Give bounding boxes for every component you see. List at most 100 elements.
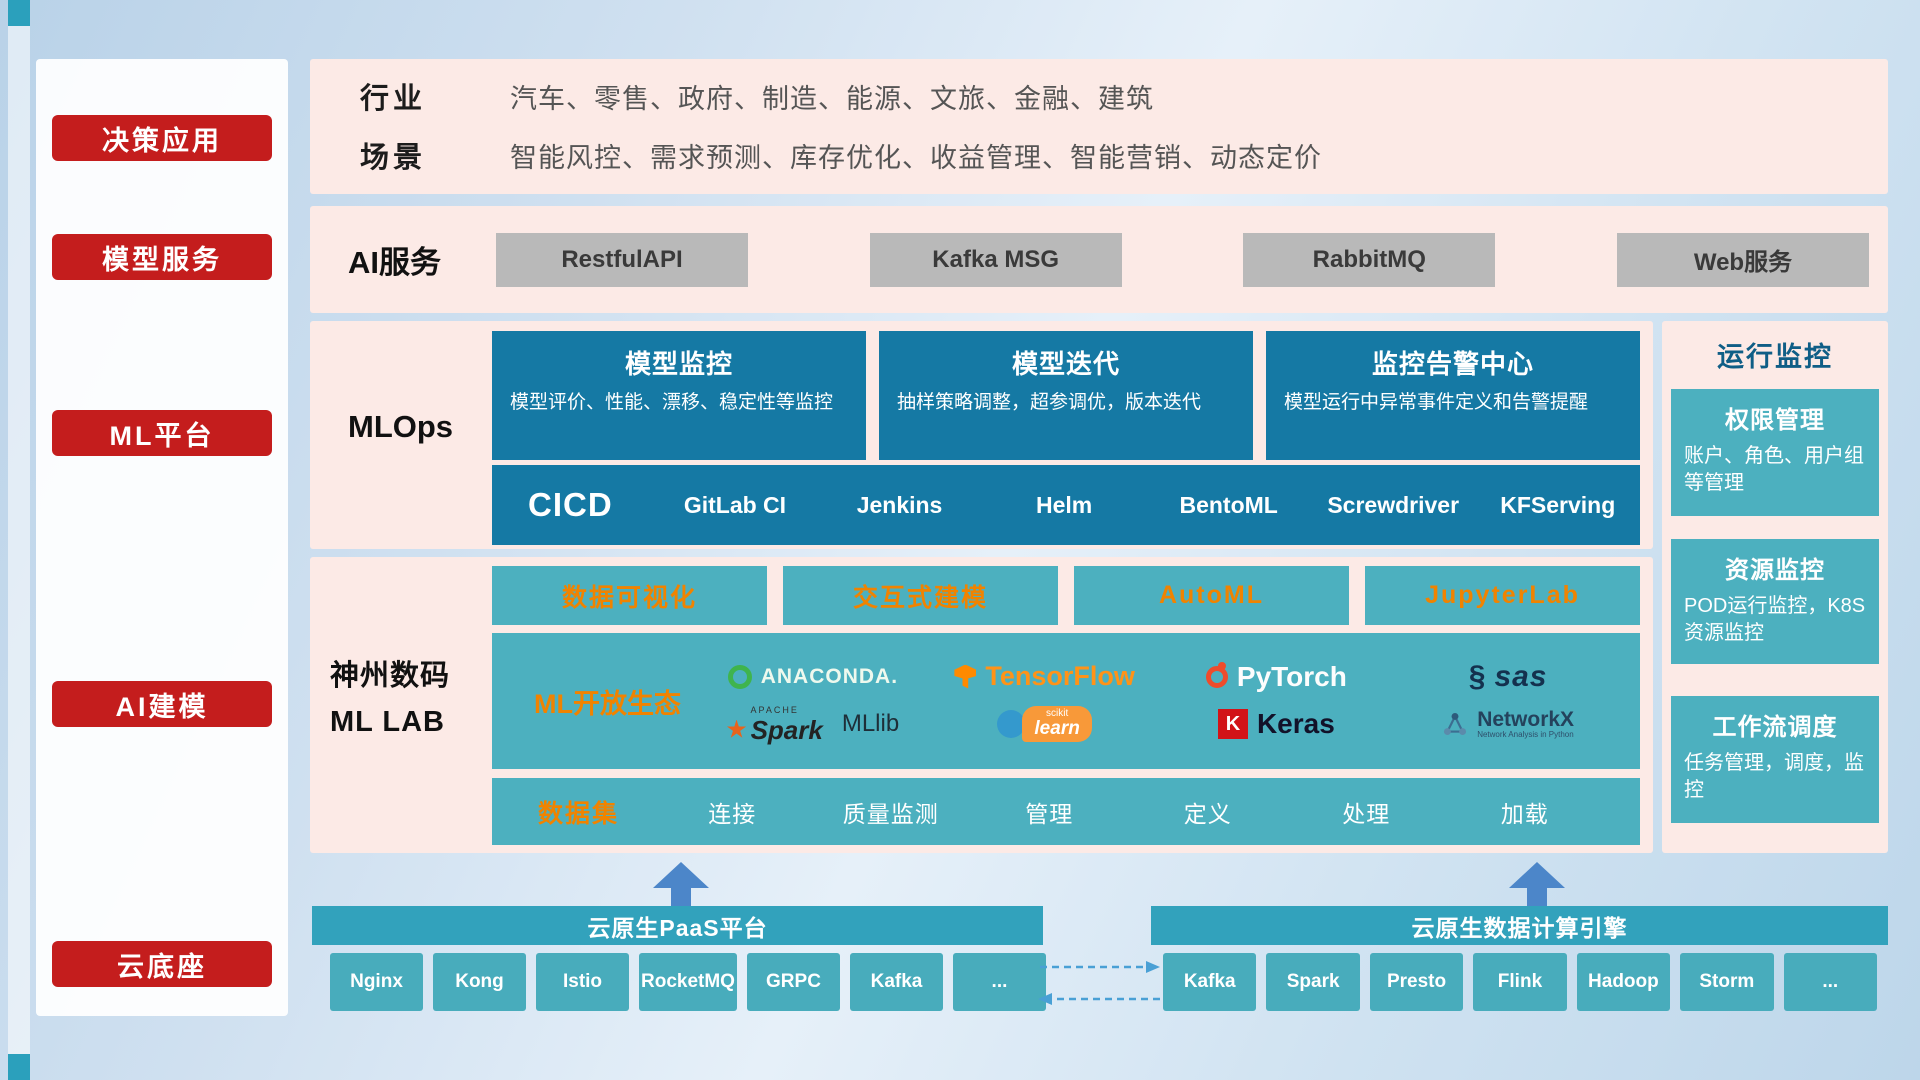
networkx-logo: NetworkX Network Analysis in Python (1442, 708, 1574, 740)
scikit-learn-logo: scikit learn (997, 706, 1092, 742)
engine-components: Kafka Spark Presto Flink Hadoop Storm ..… (1163, 953, 1877, 1011)
card-title: 权限管理 (1725, 407, 1825, 434)
arrow-head (653, 862, 709, 888)
pytorch-logo: PyTorch (1205, 660, 1347, 693)
decor-top-cap (8, 0, 30, 26)
jenkins-item: Jenkins (856, 491, 943, 518)
ml-open-ecosystem-box: ML开放生态 ANACONDA. TensorFlow PyTorch (492, 633, 1640, 769)
arrow-right-head (1146, 961, 1160, 973)
layer-sidebar: 决策应用 模型服务 ML平台 AI建模 云底座 (36, 59, 288, 1016)
sidebar-item-ml-platform: ML平台 (52, 410, 272, 456)
dataset-manage: 管理 (1025, 800, 1074, 827)
scenario-value: 智能风控、需求预测、库存优化、收益管理、智能营销、动态定价 (510, 142, 1322, 173)
tensorflow-logo: TensorFlow (954, 661, 1135, 692)
sklearn-scikit-text: scikit (1046, 708, 1069, 719)
dataset-process: 处理 (1342, 800, 1391, 827)
spark-wordmark: APACHE Spark (726, 704, 823, 745)
pytorch-icon (1205, 661, 1228, 688)
mlops-cards: 模型监控 模型评价、性能、漂移、稳定性等监控 模型迭代 抽样策略调整，超参调优，… (492, 331, 1640, 460)
dataset-quality: 质量监测 (842, 800, 939, 827)
sidebar-item-decision-apps: 决策应用 (52, 115, 272, 161)
card-desc: 账户、角色、用户组等管理 (1684, 445, 1864, 494)
alert-center-card: 监控告警中心 模型运行中异常事件定义和告警提醒 (1266, 331, 1640, 460)
sas-logo: § sas (1469, 660, 1548, 694)
dataset-define: 定义 (1183, 800, 1232, 827)
runtime-monitoring-title: 运行监控 (1717, 342, 1833, 372)
ai-service-label: AI服务 (348, 245, 441, 280)
sas-icon: § (1468, 659, 1486, 693)
rabbitmq-button: RabbitMQ (1243, 232, 1496, 287)
arrow-stem (671, 888, 691, 906)
jupyterlab-button: JupyterLab (1365, 566, 1640, 625)
mlops-panel: MLOps 模型监控 模型评价、性能、漂移、稳定性等监控 模型迭代 抽样策略调整… (310, 321, 1653, 549)
mllab-tools: 数据可视化 交互式建模 AutoML JupyterLab (492, 566, 1640, 625)
ai-service-panel: AI服务 RestfulAPI Kafka MSG RabbitMQ Web服务 (310, 206, 1888, 313)
sklearn-learn-text: learn (1034, 718, 1080, 739)
spark-text: Spark (750, 714, 823, 745)
data-engine-header: 云原生数据计算引擎 (1151, 906, 1888, 945)
mllab-label-line2: ML LAB (330, 706, 446, 739)
scenario-label: 场景 (360, 142, 427, 174)
presto-button: Presto (1369, 953, 1464, 1011)
dataset-load: 加载 (1500, 800, 1549, 827)
apache-prefix: APACHE (750, 704, 799, 715)
card-title: 监控告警中心 (1371, 349, 1534, 379)
tensorflow-icon (954, 664, 977, 689)
screwdriver-item: Screwdriver (1327, 491, 1460, 518)
tensorflow-wordmark: TensorFlow (985, 661, 1135, 691)
card-desc: 任务管理，调度，监控 (1684, 752, 1864, 801)
kafka-msg-button: Kafka MSG (869, 232, 1122, 287)
card-title: 工作流调度 (1712, 714, 1838, 741)
helm-item: Helm (1035, 491, 1093, 518)
card-desc: 模型评价、性能、漂移、稳定性等监控 (510, 392, 834, 413)
industry-value: 汽车、零售、政府、制造、能源、文旅、金融、建筑 (510, 83, 1154, 114)
spark-mllib-logo: APACHE Spark MLlib (726, 704, 900, 745)
engine-more-button: ... (1783, 953, 1877, 1011)
paas-platform-header: 云原生PaaS平台 (312, 906, 1043, 945)
ml-ecosystem-logos: ANACONDA. TensorFlow PyTorch § sas (697, 660, 1640, 743)
left-decor-strip (8, 0, 30, 1080)
pytorch-wordmark: PyTorch (1236, 660, 1347, 692)
runtime-monitoring-panel: 运行监控 权限管理 账户、角色、用户组等管理 资源监控 POD运行监控，K8S资… (1662, 321, 1888, 853)
card-title: 资源监控 (1725, 557, 1825, 584)
restfulapi-button: RestfulAPI (496, 232, 748, 287)
kfserving-item: KFServing (1500, 491, 1616, 518)
up-arrow-left (653, 862, 709, 906)
grpc-button: GRPC (746, 953, 840, 1011)
ecosystem-label: ML开放生态 (534, 688, 681, 719)
model-iteration-card: 模型迭代 抽样策略调整，超参调优，版本迭代 (879, 331, 1253, 460)
keras-icon: K (1217, 709, 1248, 739)
mlops-label: MLOps (348, 409, 454, 444)
mllab-label: 神州数码 ML LAB (330, 653, 490, 746)
kafka-button: Kafka (849, 953, 943, 1011)
mllab-label-line1: 神州数码 (330, 660, 451, 692)
sidebar-item-model-service: 模型服务 (52, 234, 272, 280)
card-title: 模型监控 (624, 349, 733, 379)
spark-star-icon (726, 719, 747, 738)
ai-service-buttons: RestfulAPI Kafka MSG RabbitMQ Web服务 (496, 232, 1869, 287)
data-flow-arrows (1038, 961, 1160, 1005)
storm-button: Storm (1680, 953, 1774, 1011)
spark-row: Spark (726, 714, 823, 745)
dataset-bar: 数据集 连接 质量监测 管理 定义 处理 加载 (492, 778, 1640, 845)
industry-row: 行业 汽车、零售、政府、制造、能源、文旅、金融、建筑 (360, 75, 1868, 117)
arrow-left-head (1038, 993, 1052, 1005)
data-visualization-button: 数据可视化 (492, 566, 767, 625)
web-service-button: Web服务 (1616, 232, 1869, 287)
networkx-subtitle: Network Analysis in Python (1477, 730, 1574, 740)
up-arrow-right (1509, 862, 1565, 906)
industry-scenario-panel: 行业 汽车、零售、政府、制造、能源、文旅、金融、建筑 场景 智能风控、需求预测、… (310, 59, 1888, 194)
resource-monitoring-card: 资源监控 POD运行监控，K8S资源监控 (1671, 539, 1879, 664)
mllib-wordmark: MLlib (841, 710, 900, 737)
sidebar-item-cloud-base: 云底座 (52, 941, 272, 987)
networkx-text: NetworkX (1477, 708, 1575, 732)
model-monitoring-card: 模型监控 模型评价、性能、漂移、稳定性等监控 (492, 331, 866, 460)
networkx-icon (1444, 712, 1467, 736)
interactive-modeling-button: 交互式建模 (783, 566, 1058, 625)
workflow-scheduling-card: 工作流调度 任务管理，调度，监控 (1671, 696, 1879, 823)
decor-bottom-cap (8, 1054, 30, 1080)
arrow-stem (1527, 888, 1547, 906)
engine-kafka-button: Kafka (1163, 953, 1257, 1011)
kong-button: Kong (433, 953, 526, 1011)
automl-button: AutoML (1074, 566, 1349, 625)
